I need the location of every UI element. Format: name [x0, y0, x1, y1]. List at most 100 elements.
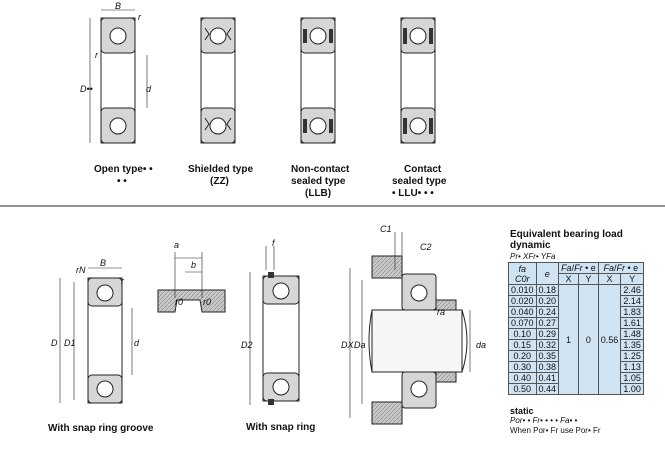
- cell-fa-c0r: 0.010: [508, 284, 537, 296]
- dim-a: a: [174, 240, 179, 250]
- shielded-label: Shielded type: [188, 164, 253, 175]
- shielded-code: (ZZ): [210, 176, 229, 187]
- equivalent-title-text: Equivalent bearing load: [510, 229, 623, 240]
- cell-e: 0.38: [535, 361, 560, 373]
- snap-ring-bearing: [249, 246, 300, 405]
- dynamic-formula: Pr• XFr• YFa: [510, 252, 556, 261]
- cell-e: 0.24: [535, 306, 560, 318]
- cell-fa-c0r: 0.15: [508, 339, 537, 351]
- snap-ring-label: With snap ring: [246, 422, 315, 433]
- cell-Y2: 1.48: [620, 328, 644, 340]
- cell-fa-c0r: 0.30: [508, 361, 537, 373]
- dim-r-groove: r: [121, 276, 125, 286]
- open-type-sublabel: • •: [117, 176, 127, 187]
- groove-detail: [157, 252, 226, 313]
- llb-label: Non-contact: [291, 164, 350, 175]
- dim-rN: rN: [76, 265, 86, 275]
- dim-B-groove: B: [100, 258, 106, 268]
- cell-e: 0.18: [535, 284, 560, 296]
- dim-f: f: [272, 238, 276, 248]
- cell-Y1: 0: [577, 284, 599, 395]
- dim-B: B: [115, 1, 121, 11]
- cell-e: 0.32: [535, 339, 560, 351]
- dim-D: D••: [80, 84, 93, 94]
- cell-fa-c0r: 0.50: [508, 383, 537, 395]
- dim-b: b: [191, 260, 196, 270]
- dim-D1: D1: [64, 338, 76, 348]
- cell-Y2: 1.25: [620, 350, 644, 362]
- equivalent-load-title: Equivalent bearing load dynamic: [510, 229, 660, 251]
- groove-label: With snap ring groove: [48, 423, 154, 434]
- equivalent-subtitle: dynamic: [510, 240, 551, 251]
- cell-e: 0.41: [535, 372, 560, 384]
- cell-fa-c0r: 0.40: [508, 372, 537, 384]
- dim-d-groove: d: [134, 338, 140, 348]
- dim-r0-left: r0: [175, 297, 183, 307]
- dim-d: d: [146, 84, 152, 94]
- static-formula: Por• • Fr• • • • Fa• •: [510, 416, 578, 425]
- dim-C2: C2: [420, 242, 432, 252]
- cell-X2: 0.56: [597, 284, 622, 395]
- header-group1: Fa/Fr • e: [558, 262, 599, 274]
- cell-Y2: 1.13: [620, 361, 644, 373]
- cell-Y2: 1.61: [620, 317, 644, 329]
- cell-e: 0.27: [535, 317, 560, 329]
- static-note: When Por• Fr use Por• Fr: [510, 426, 601, 435]
- dim-Da: Da: [354, 340, 366, 350]
- header-Y2: Y: [620, 273, 644, 285]
- dim-r-left: r: [95, 50, 99, 60]
- cell-Y2: 2.46: [620, 284, 644, 296]
- dim-D2: D2: [241, 340, 253, 350]
- cell-e: 0.35: [535, 350, 560, 362]
- llu-label: Contact: [404, 164, 442, 175]
- llu-code: • LLU• • •: [392, 188, 434, 199]
- llu-sublabel: sealed type: [392, 176, 447, 187]
- dim-r-top: r: [138, 12, 142, 22]
- shielded-bearing: [200, 17, 236, 144]
- dim-da: da: [476, 340, 486, 350]
- cell-fa-c0r: 0.070: [508, 317, 537, 329]
- cell-Y2: 2.14: [620, 295, 644, 307]
- cell-Y2: 1.05: [620, 372, 644, 384]
- cell-e: 0.44: [535, 383, 560, 395]
- cell-Y2: 1.83: [620, 306, 644, 318]
- dim-D-groove: D: [51, 338, 58, 348]
- llb-code: (LLB): [305, 188, 331, 199]
- header-X2: X: [597, 273, 622, 285]
- cell-fa-c0r: 0.20: [508, 350, 537, 362]
- llb-sublabel: sealed type: [291, 176, 346, 187]
- llu-bearing: [400, 17, 436, 144]
- header-group2: Fa/Fr • e: [597, 262, 644, 274]
- mounting-diagram: [349, 232, 471, 425]
- cell-e: 0.20: [535, 295, 560, 307]
- open-type-bearing: [89, 9, 148, 144]
- llb-bearing: [300, 17, 336, 144]
- groove-bearing: [59, 267, 133, 404]
- header-Y1: Y: [577, 273, 599, 285]
- cell-Y2: 1.35: [620, 339, 644, 351]
- cell-Y2: 1.00: [620, 383, 644, 395]
- static-title: static: [510, 406, 534, 416]
- dim-C1: C1: [380, 224, 392, 234]
- cell-X1: 1: [558, 284, 579, 395]
- header-e: e: [535, 262, 560, 285]
- cell-e: 0.29: [535, 328, 560, 340]
- cell-fa-c0r: 0.040: [508, 306, 537, 318]
- dim-ra: ra: [437, 307, 445, 317]
- dim-r0-right: r0: [203, 297, 211, 307]
- cell-fa-c0r: 0.020: [508, 295, 537, 307]
- header-X1: X: [558, 273, 579, 285]
- cell-fa-c0r: 0.10: [508, 328, 537, 340]
- open-type-label: Open type• •: [94, 164, 153, 175]
